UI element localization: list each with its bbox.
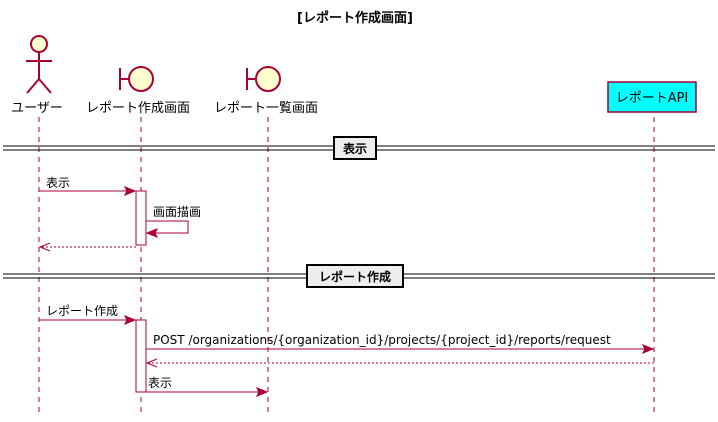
participant-box [607,81,697,113]
message-render: 画面描画 [145,205,201,238]
message-display: 表示 [39,176,137,196]
message-api-return [145,358,654,368]
message-label: レポート作成 [46,304,118,318]
message-label: 表示 [46,176,70,190]
divider-label: 表示 [342,141,367,156]
boundary-icon [246,66,281,92]
message-label: 表示 [148,376,172,390]
participant-report-api: レポートAPI [607,81,697,113]
actor-icon [26,35,52,94]
divider-label-box [306,264,404,288]
participant-user: ユーザー [11,35,63,116]
diagram-title: [レポート作成画面] [297,10,413,26]
participant-label: ユーザー [11,101,63,116]
activation-bar [135,319,147,393]
participant-report-create: レポート作成画面 [86,66,190,116]
arrowhead [123,186,137,196]
participant-label: レポート作成画面 [86,101,190,116]
participant-label: レポート一覧画面 [214,100,318,116]
arrowhead [145,228,159,238]
participant-report-list: レポート一覧画面 [214,66,318,116]
arrowhead [641,344,655,354]
message-label: POST /organizations/{organization_id}/pr… [153,333,611,347]
message-create-report: レポート作成 [39,304,137,325]
participant-label: レポートAPI [616,91,689,106]
activation-bar [135,190,147,246]
arrowhead [123,315,137,325]
message-post-request: POST /organizations/{organization_id}/pr… [146,333,655,354]
divider-display: 表示 [3,136,715,160]
arrowhead [145,358,158,368]
arrowhead [38,242,51,252]
divider-label: レポート作成 [319,269,391,284]
message-label: 画面描画 [153,205,201,219]
divider-report-create: レポート作成 [3,264,715,288]
message-return [38,242,136,252]
message-show-list: 表示 [146,376,269,397]
boundary-icon [119,66,154,92]
divider-label-box [333,136,377,160]
arrowhead [255,387,269,397]
